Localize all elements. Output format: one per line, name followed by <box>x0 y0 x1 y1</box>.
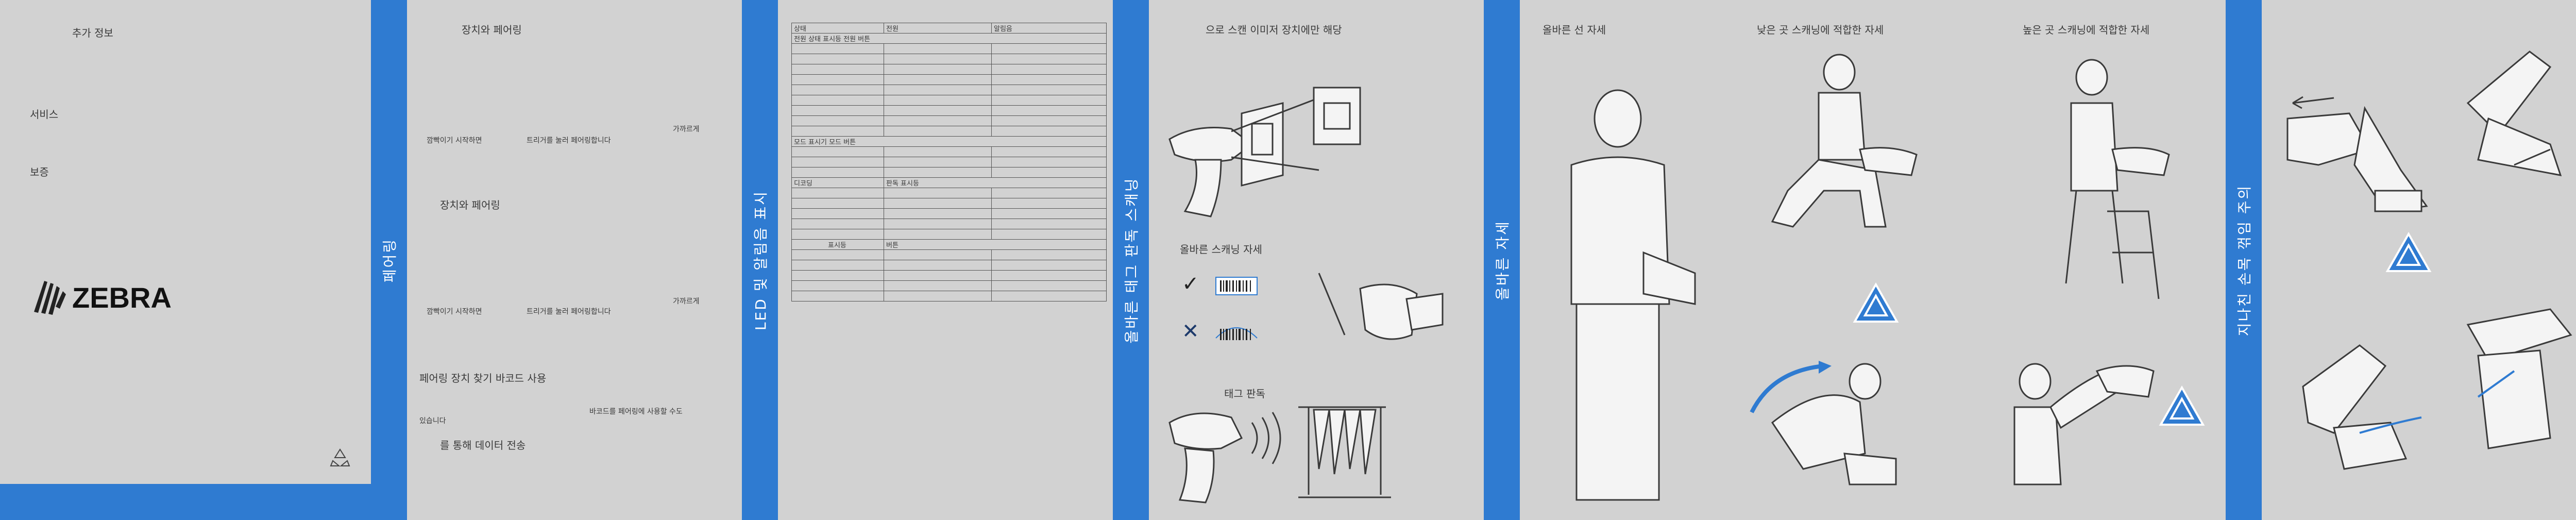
table-row <box>791 260 1107 271</box>
panel-wrist <box>2262 0 2576 520</box>
table-row <box>791 198 1107 209</box>
pairing-step1-c: 가까르게 <box>673 125 700 133</box>
table-row: 표시등 버튼 <box>791 239 1107 250</box>
bending-person-illustration <box>1750 361 1897 485</box>
led-table: 상태 전원 알림음 전원 상태 표시등 전원 버튼 모드 표시기 모드 버튼 디… <box>791 23 1107 301</box>
panel-posture: 올바른 선 자세 낮은 곳 스캐닝에 적합한 자세 높은 곳 스캐닝에 적합한 … <box>1520 0 2226 520</box>
pairing-note-a: 바코드를 페어링에 사용할 수도 <box>589 408 683 416</box>
table-row <box>791 157 1107 167</box>
imager-scan-illustration <box>1168 87 1361 217</box>
table-section-label: 전원 상태 표시등 전원 버튼 <box>791 33 1107 44</box>
warning-triangle-icon <box>1853 282 1899 323</box>
ladder-person-illustration <box>2065 59 2170 299</box>
pairing-step2-b: 트리거를 눌러 페어링합니다 <box>527 308 611 316</box>
high-scan-label: 높은 곳 스캐닝에 적합한 자세 <box>2023 24 2150 36</box>
wrist-bend-top-left-illustration <box>2286 96 2428 212</box>
recycle-icon <box>330 448 350 466</box>
table-row <box>791 43 1107 54</box>
table-row <box>791 188 1107 198</box>
service-label: 서비스 <box>30 108 59 121</box>
barcode-bad-icon <box>1215 327 1258 340</box>
panel-info: 추가 정보 서비스 보증 ZEBRA <box>0 0 371 520</box>
pairing-heading-4: 를 통해 데이터 전송 <box>440 439 526 451</box>
table-header: 전원 <box>884 23 992 33</box>
table-header-row: 상태 전원 알림음 <box>791 23 1107 33</box>
table-row <box>791 54 1107 64</box>
pairing-heading-2: 장치와 페어링 <box>440 199 500 211</box>
side-bar-5: 지나친 손목 꺾임 주의 <box>2226 0 2262 520</box>
cross-icon: ✕ <box>1182 320 1199 343</box>
side-scan-illustration <box>1318 273 1444 340</box>
zebra-wordmark: ZEBRA <box>72 281 172 314</box>
table-row <box>791 280 1107 291</box>
bar-label-led: LED 및 알림음 표시 <box>752 190 769 330</box>
bar-label-scanning: 올바른 태그 판독 스캐닝 <box>1123 176 1140 344</box>
table-section-label: 표시등 <box>791 239 884 250</box>
bar-label-pairing: 페어링 <box>381 238 398 282</box>
table-row <box>791 95 1107 106</box>
warning-triangle-icon <box>2385 231 2432 272</box>
table-section-label: 버튼 <box>884 239 1107 250</box>
table-row <box>791 270 1107 281</box>
warning-triangle-icon <box>2159 385 2205 426</box>
wrist-bend-bottom-illustration <box>2302 308 2572 470</box>
table-row <box>791 146 1107 157</box>
table-row <box>791 229 1107 240</box>
table-section-label: 판독 표시등 <box>884 177 1107 188</box>
reaching-person-illustration <box>2013 363 2155 485</box>
table-row <box>791 291 1107 301</box>
pairing-note-b: 있습니다 <box>419 417 446 425</box>
panel-led-table: 상태 전원 알림음 전원 상태 표시등 전원 버튼 모드 표시기 모드 버튼 디… <box>778 0 1113 520</box>
zebra-head-icon <box>34 281 66 315</box>
kneeling-person-illustration <box>1771 54 1918 228</box>
pairing-step2-a: 깜빡이기 시작하면 <box>427 308 482 316</box>
standing-person-illustration <box>1570 89 1696 501</box>
barcode-good-icon <box>1215 277 1258 295</box>
pairing-heading-3: 페어링 장치 찾기 바코드 사용 <box>419 372 547 384</box>
bar-label-posture: 올바른 자세 <box>1494 220 1511 300</box>
table-header: 알림음 <box>991 23 1107 33</box>
table-row: 전원 상태 표시등 전원 버튼 <box>791 33 1107 44</box>
table-row <box>791 74 1107 85</box>
bottom-blue-strip <box>0 484 371 520</box>
panel-scanning: 으로 스캔 이미저 장치에만 해당 올바른 스캐닝 자세 ✓ ✕ 태그 판독 <box>1149 0 1484 520</box>
table-row <box>791 167 1107 178</box>
table-row <box>791 208 1107 219</box>
tag-read-illustration <box>1168 406 1391 504</box>
check-icon: ✓ <box>1182 272 1199 296</box>
table-row <box>791 64 1107 75</box>
side-bar-2: LED 및 알림음 표시 <box>742 0 778 520</box>
low-scan-label: 낮은 곳 스캐닝에 적합한 자세 <box>1757 24 1884 36</box>
table-row <box>791 126 1107 137</box>
pairing-step1-b: 트리거를 눌러 페어링합니다 <box>527 137 611 145</box>
table-header: 상태 <box>791 23 884 33</box>
pairing-step2-c: 가까르게 <box>673 297 700 306</box>
additional-info-heading: 추가 정보 <box>72 27 113 39</box>
wrist-bend-top-right-illustration <box>2466 51 2562 176</box>
table-row: 디코딩 판독 표시등 <box>791 177 1107 188</box>
side-bar-4: 올바른 자세 <box>1484 0 1520 520</box>
side-bar-1: 페어링 <box>371 0 407 520</box>
table-section-label: 디코딩 <box>791 177 884 188</box>
panel-pairing: 장치와 페어링 깜빡이기 시작하면 트리거를 눌러 페어링합니다 가까르게 장치… <box>407 0 742 520</box>
scanning-heading: 으로 스캔 이미저 장치에만 해당 <box>1206 24 1342 36</box>
correct-posture-label: 올바른 선 자세 <box>1543 24 1606 36</box>
pairing-step1-a: 깜빡이기 시작하면 <box>427 137 482 145</box>
zebra-logo: ZEBRA <box>29 276 183 317</box>
table-section-label: 모드 표시기 모드 버튼 <box>791 136 1107 147</box>
warranty-label: 보증 <box>30 166 49 178</box>
table-row <box>791 249 1107 260</box>
tag-read-label: 태그 판독 <box>1224 388 1265 400</box>
posture-label: 올바른 스캐닝 자세 <box>1180 243 1262 256</box>
table-row <box>791 105 1107 116</box>
table-row <box>791 115 1107 126</box>
table-row <box>791 85 1107 95</box>
bar-label-wrist: 지나친 손목 꺾임 주의 <box>2236 184 2253 336</box>
table-row <box>791 219 1107 229</box>
pairing-heading-1: 장치와 페어링 <box>462 24 522 36</box>
side-bar-3: 올바른 태그 판독 스캐닝 <box>1113 0 1149 520</box>
table-row: 모드 표시기 모드 버튼 <box>791 136 1107 147</box>
